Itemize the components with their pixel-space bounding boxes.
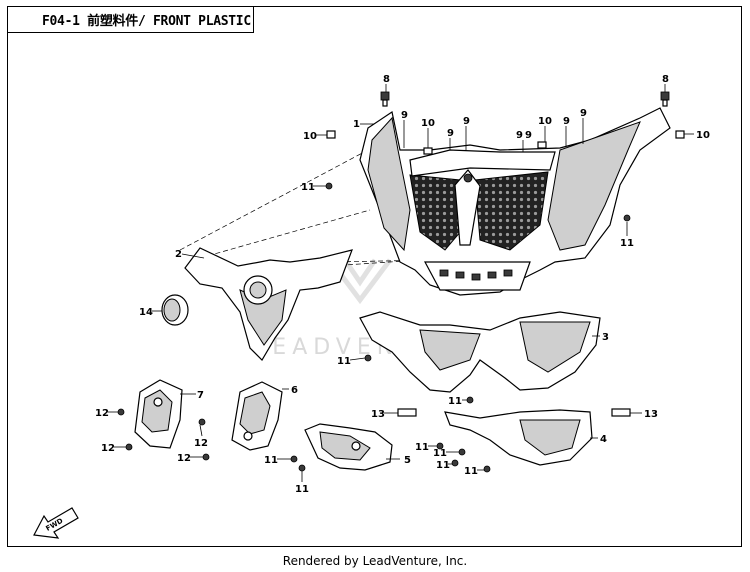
- callout-12: 12: [194, 438, 208, 449]
- lower-bracket-panel: [444, 409, 593, 466]
- callout-11: 11: [337, 356, 351, 367]
- callout-9: 9: [580, 108, 587, 119]
- callout-11: 11: [448, 396, 462, 407]
- callout-1: 1: [353, 119, 360, 130]
- fasteners: [117, 91, 685, 473]
- part-callouts: 8 8 1 10 9 10 9 9 9 9 10 9 9 10 11 11 2 …: [95, 74, 710, 495]
- callout-6: 6: [291, 385, 298, 396]
- side-guard-left: [134, 379, 183, 449]
- callout-10: 10: [696, 130, 710, 141]
- forward-arrow-icon: FWD: [33, 507, 79, 539]
- front-grille-wing: [184, 247, 353, 361]
- callout-9: 9: [447, 128, 454, 139]
- callout-10: 10: [421, 118, 435, 129]
- callout-11: 11: [301, 182, 315, 193]
- callout-8: 8: [383, 74, 390, 85]
- callout-9: 9: [463, 116, 470, 127]
- callout-4: 4: [600, 434, 607, 445]
- lower-side-cover: [304, 423, 393, 471]
- callout-11: 11: [264, 455, 278, 466]
- callout-11: 11: [620, 238, 634, 249]
- front-hood-panel: [359, 107, 671, 296]
- side-guard-right: [231, 381, 283, 451]
- callout-10: 10: [538, 116, 552, 127]
- callout-7: 7: [197, 390, 204, 401]
- callout-3: 3: [602, 332, 609, 343]
- leader-lines: [108, 84, 694, 482]
- diagram-frame: [7, 6, 742, 547]
- callout-14: 14: [139, 307, 153, 318]
- callout-11: 11: [295, 484, 309, 495]
- footer-credit: Rendered by LeadVenture, Inc.: [282, 554, 468, 568]
- callout-12: 12: [95, 408, 109, 419]
- callout-11: 11: [433, 448, 447, 459]
- callout-8: 8: [662, 74, 669, 85]
- callout-13: 13: [371, 409, 385, 420]
- lower-front-fascia: [359, 311, 601, 393]
- callout-11: 11: [464, 466, 478, 477]
- callout-12: 12: [177, 453, 191, 464]
- diagram-title: F04-1 前塑料件/ FRONT PLASTIC: [7, 6, 254, 33]
- callout-11: 11: [436, 460, 450, 471]
- emblem-cap: [161, 294, 189, 326]
- callout-11: 11: [415, 442, 429, 453]
- callout-2: 2: [175, 249, 182, 260]
- callout-9: 9: [516, 130, 523, 141]
- callout-12: 12: [101, 443, 115, 454]
- callout-9: 9: [563, 116, 570, 127]
- callout-13: 13: [644, 409, 658, 420]
- callout-5: 5: [404, 455, 411, 466]
- callout-10: 10: [303, 131, 317, 142]
- callout-9: 9: [525, 130, 532, 141]
- callout-9: 9: [401, 110, 408, 121]
